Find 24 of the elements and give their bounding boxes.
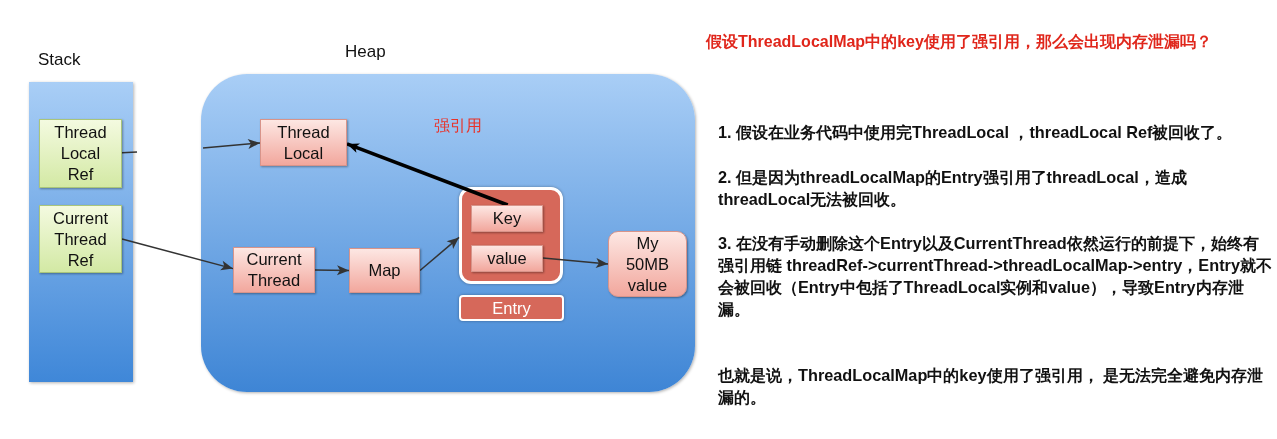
arrow: [542, 257, 609, 268]
arrow: [121, 238, 234, 271]
paragraph: 2. 但是因为threadLocalMap的Entry强引用了threadLocal，造成threadLocal无法被回收。: [718, 167, 1188, 210]
field-box: Key: [471, 205, 543, 232]
arrow: [202, 139, 261, 150]
object-box: Map: [349, 248, 420, 293]
line: [121, 151, 138, 154]
arrow: [419, 236, 460, 272]
object-box: Thread Local: [260, 119, 347, 166]
paragraph: 3. 在没有手动删除这个Entry以及CurrentThread依然运行的前提下，始终有强引用链 threadRef->currentThread->threadLocalMap->entry，Entry就不会被回收（Entry中包括了ThreadLocal实例和value），导致Entry内存泄漏。: [718, 233, 1273, 320]
arrow: [314, 265, 350, 276]
reference-box: Current Thread Ref: [39, 205, 122, 273]
object-box: My 50MB value: [608, 231, 687, 297]
caption-box: Entry: [459, 295, 564, 321]
field-box: value: [471, 245, 543, 272]
object-box: Current Thread: [233, 247, 315, 293]
heading: Stack: [38, 49, 81, 71]
title: 假设ThreadLocalMap中的key使用了强引用，那么会出现内存泄漏吗？: [706, 32, 1212, 52]
heading: Heap: [345, 41, 386, 63]
reference-box: Thread Local Ref: [39, 119, 122, 188]
paragraph: 也就是说，ThreadLocalMap中的key使用了强引用， 是无法完全避免内存泄漏的。: [718, 365, 1265, 408]
entry-box: [459, 187, 563, 284]
paragraph: 1. 假设在业务代码中使用完ThreadLocal ，threadLocal Ref被回收了。: [718, 122, 1234, 143]
annotation: 强引用: [434, 116, 482, 136]
